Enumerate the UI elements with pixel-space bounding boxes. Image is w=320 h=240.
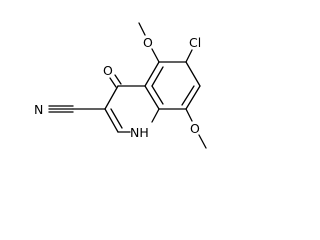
bond-o-c5 bbox=[151, 48, 160, 63]
bond-n1-c8a bbox=[151, 108, 160, 123]
atom-o-keto: O bbox=[103, 63, 113, 78]
atom-n: NH bbox=[130, 125, 149, 140]
bonds bbox=[48, 22, 207, 149]
atom-n-nitrile: N bbox=[34, 102, 43, 117]
structure-canvas: O Cl O N O NH bbox=[34, 22, 207, 149]
atom-cl: Cl bbox=[189, 35, 201, 50]
bond-c8-o bbox=[185, 108, 193, 122]
bond-c4-o-double bbox=[114, 74, 122, 85]
bond-c6-cl bbox=[185, 49, 193, 63]
bond-c8a-c4a-inner bbox=[151, 85, 164, 105]
bond-c3-c2-inner bbox=[110, 108, 123, 129]
bond-c4-c3 bbox=[104, 85, 119, 110]
bond-c8a-c4a bbox=[144, 85, 160, 110]
atom-o-bottom-methoxy: O bbox=[190, 121, 200, 136]
bond-methyl-top bbox=[138, 22, 146, 36]
molecule-structure: O Cl O N O NH bbox=[34, 22, 207, 149]
bond-c4a-c5 bbox=[144, 61, 160, 87]
bond-c4-o bbox=[109, 77, 117, 88]
bond-c6-c7 bbox=[185, 61, 201, 87]
atom-labels: O Cl O N O NH bbox=[34, 35, 201, 140]
bond-c7-c8-inner bbox=[181, 85, 195, 106]
bond-c4a-c5-inner bbox=[151, 66, 164, 87]
bond-c7-c8 bbox=[185, 85, 201, 110]
atom-nh: NH bbox=[130, 125, 149, 140]
atom-o-top-methoxy: O bbox=[143, 35, 153, 50]
bond-c3-c2 bbox=[104, 108, 119, 133]
bond-o-methyl-bottom bbox=[198, 134, 207, 149]
